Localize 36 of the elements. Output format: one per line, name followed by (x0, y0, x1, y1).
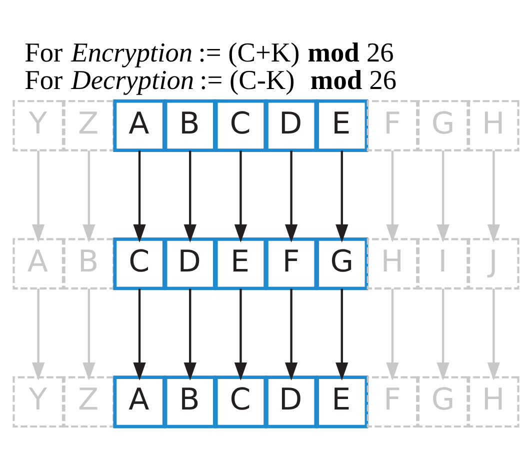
diagram-title: For Encryption := (C+K) mod 26 (24, 36, 394, 67)
arrow (436, 288, 450, 380)
arrow (234, 288, 248, 380)
node-box: E (316, 375, 368, 428)
arrow (284, 288, 298, 380)
arrow (234, 150, 248, 242)
arrow (336, 288, 348, 380)
node-box: C (214, 375, 268, 428)
node-box: A (113, 375, 166, 428)
arrow (386, 150, 399, 242)
arrow (133, 288, 146, 380)
arrow (32, 150, 45, 242)
node-box: D (264, 375, 318, 428)
node-box: D (264, 98, 318, 152)
node-box: A (113, 98, 166, 152)
arrow (184, 288, 196, 380)
node-box: G (316, 237, 368, 290)
arrow (487, 288, 500, 380)
arrow (184, 150, 196, 242)
node-box: E (214, 237, 268, 290)
arrow (386, 288, 399, 380)
node-box: F (264, 237, 318, 290)
arrow (284, 150, 298, 242)
arrow (487, 150, 500, 242)
node-box: D (164, 237, 216, 290)
arrow (32, 288, 45, 380)
node-box: B (164, 375, 216, 428)
node-box: E (316, 98, 368, 152)
arrow (82, 288, 96, 380)
arrow (82, 150, 96, 242)
node-box: C (113, 237, 166, 290)
node-box: C (214, 98, 268, 152)
arrow (336, 150, 348, 242)
node-box: B (164, 98, 216, 152)
arrow (133, 150, 146, 242)
arrow (436, 150, 450, 242)
